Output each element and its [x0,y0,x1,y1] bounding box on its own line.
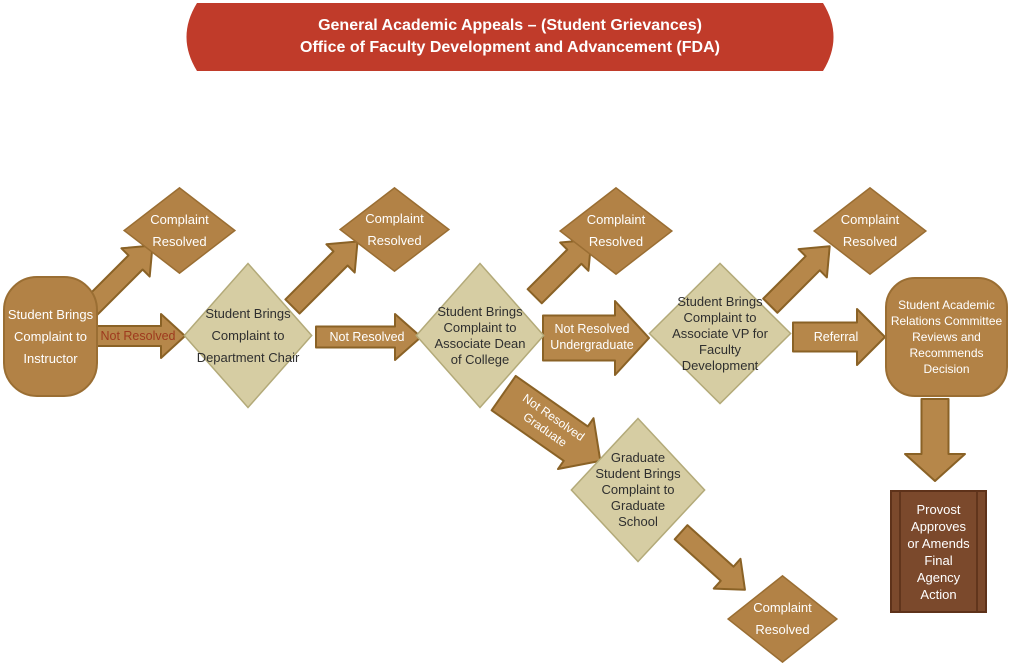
arrow-not-resolved-graduate [490,374,602,471]
arrow-not-resolved-2 [315,313,422,361]
node-instructor: Student Brings Complaint to Instructor [3,276,98,397]
arrow-not-resolved-undergraduate [542,300,650,376]
arrow-instructor-resolved-shape [79,244,154,319]
node-associate-vp: Student Brings Complaint to Associate VP… [648,262,792,405]
arrow-not-resolved-graduate-shape [490,374,602,471]
diamond-shape [183,262,313,409]
diamond-shape [813,187,927,275]
diamond-shape [570,417,706,563]
node-provost-label: Provost Approves or Amends Final Agency … [907,501,970,602]
node-associate-dean: Student Brings Complaint to Associate De… [415,262,545,409]
node-complaint-resolved-1: Complaint Resolved [123,187,236,274]
arrow-not-resolved-1-shape [96,313,186,359]
banner-title-line1: General Academic Appeals – (Student Grie… [318,17,702,34]
diamond-shape [415,262,545,409]
node-department-chair: Student Brings Complaint to Department C… [183,262,313,409]
title-banner: General Academic Appeals – (Student Grie… [175,2,845,72]
arrow-assocdean-resolved-shape [526,238,593,305]
node-committee: Student Academic Relations Committee Rev… [885,277,1008,397]
banner-title-line2: Office of Faculty Development and Advanc… [300,39,720,56]
arrow-referral [792,308,886,366]
node-complaint-resolved-5: Complaint Resolved [727,575,838,663]
arrow-committee-to-provost-shape [904,398,966,482]
arrow-not-resolved-1 [96,313,186,359]
diamond-shape [339,187,450,272]
diamond-shape [648,262,792,405]
banner-ribbon-shape [186,3,834,71]
arrow-graduate-resolved-shape [673,524,746,591]
arrow-deptchair-resolved-shape [284,240,359,315]
arrow-committee-to-provost [904,398,966,482]
node-provost: Provost Approves or Amends Final Agency … [890,490,987,613]
diamond-shape [727,575,838,663]
arrow-graduate-resolved [673,524,746,591]
arrow-assocvp-resolved [762,245,831,314]
node-complaint-resolved-4: Complaint Resolved [813,187,927,275]
arrow-assocvp-resolved-shape [762,245,831,314]
arrow-deptchair-resolved [284,240,359,315]
arrow-not-resolved-2-shape [315,313,422,361]
banner-ribbon-path [186,3,834,71]
node-graduate-school: Graduate Student Brings Complaint to Gra… [570,417,706,563]
node-complaint-resolved-2: Complaint Resolved [339,187,450,272]
banner-title: General Academic Appeals – (Student Grie… [175,2,845,72]
node-instructor-label: Student Brings Complaint to Instructor [7,306,94,366]
node-committee-label: Student Academic Relations Committee Rev… [890,298,1003,376]
diamond-shape [559,187,673,275]
arrow-not-resolved-undergraduate-shape [542,300,650,376]
diamond-shape [123,187,236,274]
provost-right-bar [976,492,978,611]
provost-left-bar [899,492,901,611]
arrow-instructor-resolved [79,244,154,319]
arrow-assocdean-resolved [526,238,593,305]
arrow-referral-shape [792,308,886,366]
